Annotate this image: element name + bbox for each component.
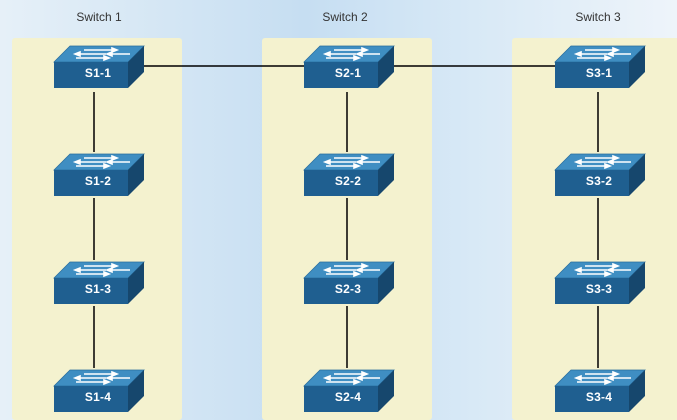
switch-s1-1: S1-1 — [50, 44, 146, 90]
switch-s1-4: S1-4 — [50, 368, 146, 414]
switch-label: S3-4 — [585, 390, 613, 404]
switch-label: S2-3 — [334, 282, 362, 296]
switch-s3-3: S3-3 — [551, 260, 647, 306]
switch-label: S1-2 — [84, 174, 112, 188]
switch-s2-2: S2-2 — [300, 152, 396, 198]
switch-s1-3: S1-3 — [50, 260, 146, 306]
switch-s3-1: S3-1 — [551, 44, 647, 90]
column-title-switch3: Switch 3 — [575, 10, 621, 24]
switch-label: S2-4 — [334, 390, 362, 404]
switch-s2-4: S2-4 — [300, 368, 396, 414]
switch-s2-3: S2-3 — [300, 260, 396, 306]
switch-s1-2: S1-2 — [50, 152, 146, 198]
switch-s3-2: S3-2 — [551, 152, 647, 198]
column-title-switch2: Switch 2 — [322, 10, 368, 24]
switch-label: S2-1 — [334, 66, 362, 80]
switch-s3-4: S3-4 — [551, 368, 647, 414]
column-title-switch1: Switch 1 — [76, 10, 122, 24]
switch3-area — [512, 38, 677, 420]
switch-label: S3-1 — [585, 66, 613, 80]
switch1-area — [12, 38, 182, 420]
switch-s2-1: S2-1 — [300, 44, 396, 90]
switch-label: S1-3 — [84, 282, 112, 296]
switch-label: S2-2 — [334, 174, 362, 188]
switch-label: S1-1 — [84, 66, 112, 80]
switch-label: S1-4 — [84, 390, 112, 404]
switch-label: S3-3 — [585, 282, 613, 296]
switch-label: S3-2 — [585, 174, 613, 188]
